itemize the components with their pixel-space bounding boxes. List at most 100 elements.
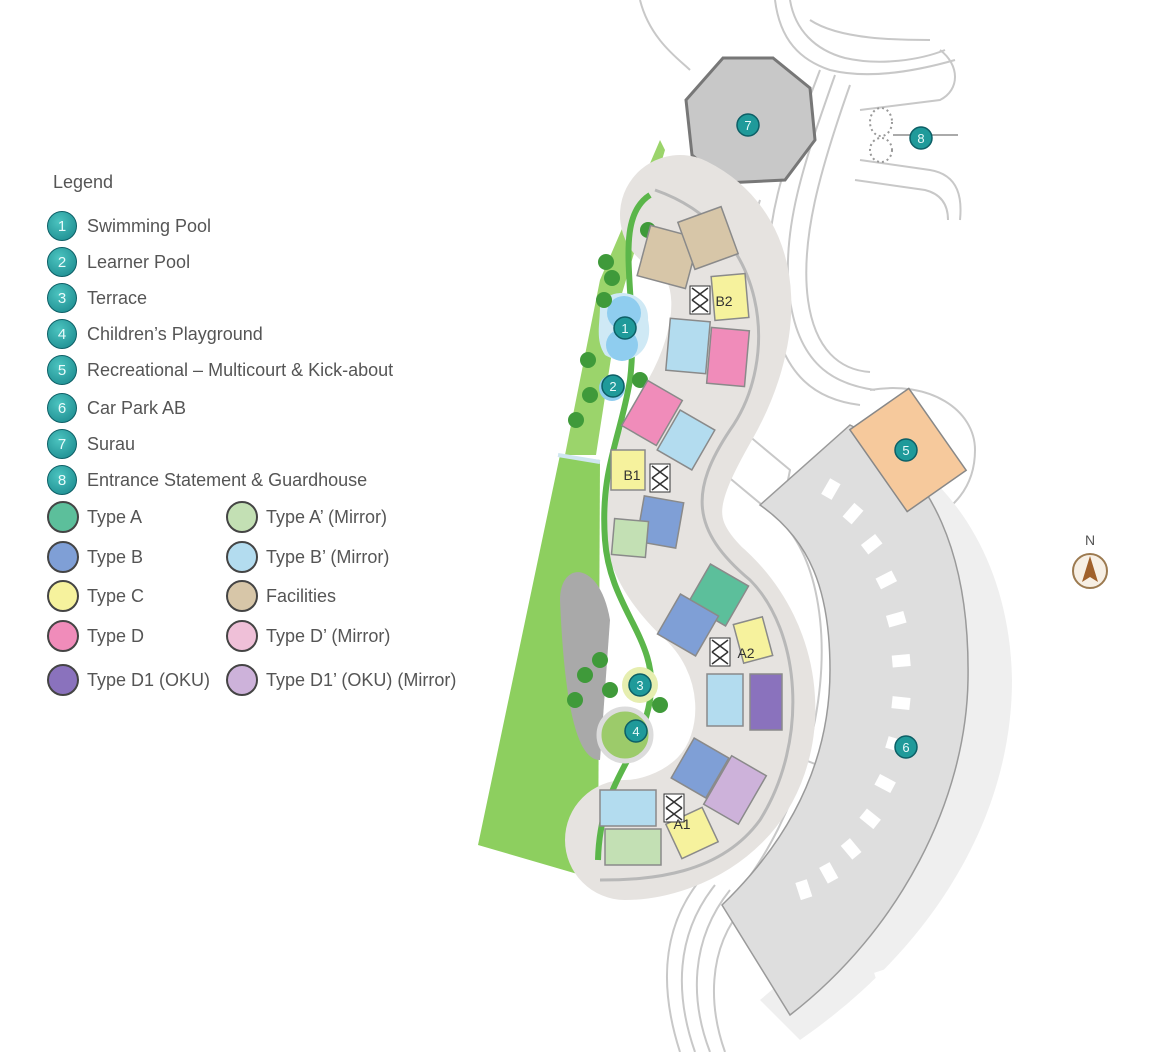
legend-unit-type: Type D1 (OKU) xyxy=(47,664,210,696)
map-marker-label: 5 xyxy=(902,443,909,458)
legend-unit-type: Facilities xyxy=(226,580,336,612)
unit-block xyxy=(676,205,740,271)
unit-block xyxy=(610,449,646,491)
parking-bay xyxy=(821,478,841,500)
legend-label: Surau xyxy=(87,433,136,454)
parking-bay xyxy=(874,773,896,794)
color-swatch-icon xyxy=(226,541,258,573)
marker-number-icon: 6 xyxy=(47,393,77,423)
color-swatch-icon xyxy=(226,501,258,533)
legend-unit-type: Type B xyxy=(47,541,143,573)
parking-bay xyxy=(966,867,989,889)
map-marker-label: 8 xyxy=(917,131,924,146)
tree-icon xyxy=(568,412,584,428)
block-label-A1: A1 xyxy=(673,816,690,832)
legend-label: Type A’ (Mirror) xyxy=(266,506,388,527)
marker-number-icon: 4 xyxy=(47,319,77,349)
marker-number-icon: 7 xyxy=(47,429,77,459)
unit-block xyxy=(706,673,744,727)
map-marker-7[interactable] xyxy=(736,113,760,137)
map-marker-2[interactable] xyxy=(601,374,625,398)
legend-label: Type B xyxy=(87,546,144,567)
map-marker-8[interactable] xyxy=(909,126,933,150)
unit-block xyxy=(604,828,662,866)
legend-label: Type D1 (OKU) xyxy=(87,669,211,690)
parking-bay xyxy=(989,527,1012,547)
tree-icon xyxy=(598,254,614,270)
map-marker-5[interactable] xyxy=(894,438,918,462)
guardhouse xyxy=(869,107,893,163)
unit-block xyxy=(705,326,751,388)
compass-north-label: N xyxy=(1085,532,1095,548)
parking-bay xyxy=(859,808,881,830)
legend-item-6: 6 Car Park AB xyxy=(47,392,186,424)
map-marker-label: 4 xyxy=(632,724,639,739)
unit-block xyxy=(620,379,684,447)
parking-bay xyxy=(939,910,961,933)
tree-icon xyxy=(604,270,620,286)
lift-core-icon xyxy=(709,637,731,667)
color-swatch-icon xyxy=(47,664,79,696)
map-marker-label: 6 xyxy=(902,740,909,755)
unit-block xyxy=(732,615,774,665)
tree-icon xyxy=(632,372,648,388)
legend-item-7: 7 Surau xyxy=(47,428,135,460)
map-marker-label: 3 xyxy=(636,678,643,693)
legend-unit-type: Type D1’ (OKU) (Mirror) xyxy=(226,664,456,696)
color-swatch-icon xyxy=(47,501,79,533)
parking-bay xyxy=(1012,645,1032,660)
legend-label: Type D’ (Mirror) xyxy=(266,625,391,646)
tree-icon xyxy=(580,352,596,368)
tree-icon xyxy=(602,682,618,698)
marker-number-icon: 8 xyxy=(47,465,77,495)
marker-number-icon: 5 xyxy=(47,355,77,385)
map-marker-1[interactable] xyxy=(613,316,637,340)
map-marker-6[interactable] xyxy=(894,735,918,759)
legend-label: Terrace xyxy=(87,287,148,308)
legend-label: Swimming Pool xyxy=(87,215,212,236)
unit-block xyxy=(664,317,712,375)
legend-unit-type: Type A’ (Mirror) xyxy=(226,501,387,533)
parking-bay xyxy=(795,879,813,901)
legend-label: Type C xyxy=(87,585,145,606)
legend-label: Car Park AB xyxy=(87,397,187,418)
legend-label: Type A xyxy=(87,506,143,527)
parking-bay xyxy=(875,570,898,590)
lift-core-icon xyxy=(649,463,671,493)
color-swatch-icon xyxy=(226,620,258,652)
map-marker-label: 7 xyxy=(744,118,751,133)
map-marker-4[interactable] xyxy=(624,719,648,743)
color-swatch-icon xyxy=(47,541,79,573)
unit-block xyxy=(656,593,720,657)
parking-bay xyxy=(1004,584,1025,602)
unit-block xyxy=(702,754,768,826)
unit-block xyxy=(610,517,650,559)
color-swatch-icon xyxy=(226,580,258,612)
legend-label: Type D1’ (OKU) (Mirror) xyxy=(266,669,457,690)
block-label-B2: B2 xyxy=(715,293,732,309)
legend-unit-type: Type D’ (Mirror) xyxy=(226,620,390,652)
car-park-ab xyxy=(721,396,1032,1040)
tree-icon xyxy=(582,387,598,403)
legend-label: Type B’ (Mirror) xyxy=(266,546,390,567)
marker-number-icon: 2 xyxy=(47,247,77,277)
legend-unit-type: Type B’ (Mirror) xyxy=(226,541,389,573)
map-marker-3[interactable] xyxy=(628,673,652,697)
parking-bay xyxy=(874,969,892,990)
tree-icon xyxy=(596,292,612,308)
unit-block xyxy=(710,272,750,322)
parking-bay xyxy=(1011,706,1031,720)
map-marker-label: 1 xyxy=(621,321,628,336)
unit-block xyxy=(656,409,716,471)
marker-number-icon: 3 xyxy=(47,283,77,313)
unit-block xyxy=(635,495,685,549)
parking-bay xyxy=(988,818,1010,838)
color-swatch-icon xyxy=(47,620,79,652)
parking-bay xyxy=(885,610,907,628)
legend-item-3: 3 Terrace xyxy=(47,282,147,314)
